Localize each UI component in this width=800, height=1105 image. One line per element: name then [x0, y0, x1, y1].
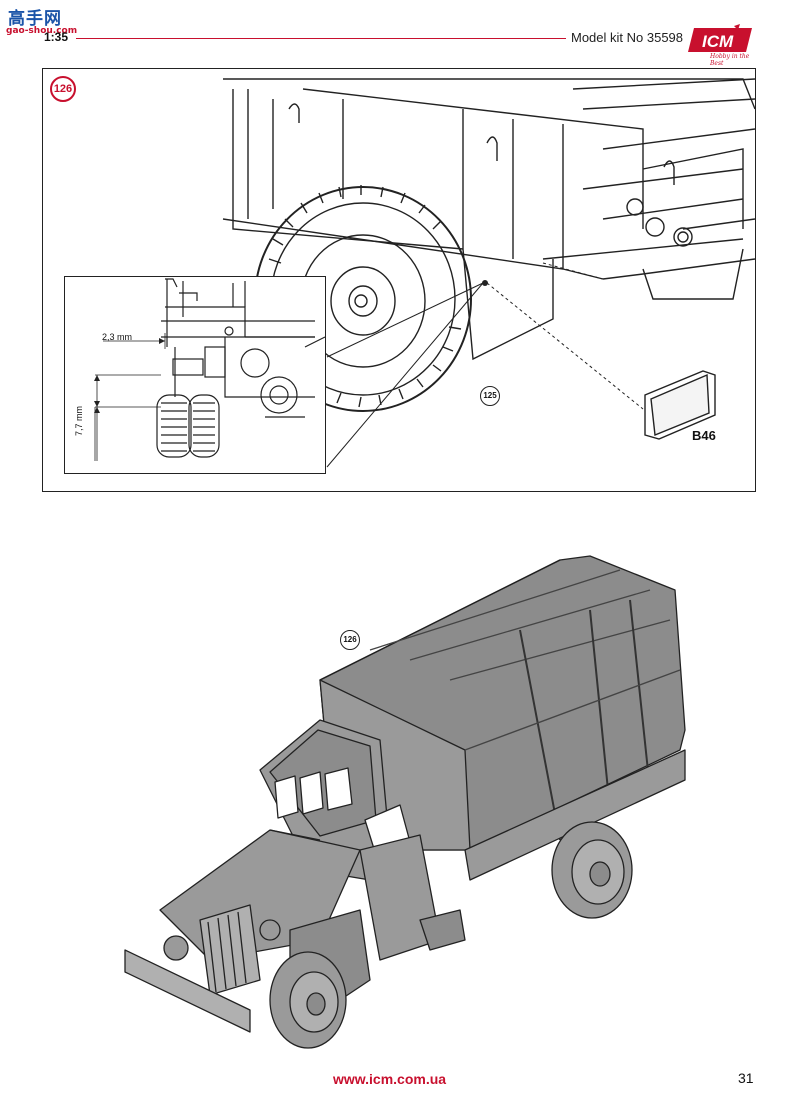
reference-step-badge: 125 — [480, 386, 500, 406]
logo-tagline: Hobby in the Best — [710, 53, 750, 67]
inset-illustration — [94, 278, 326, 461]
logo-text: ICM — [702, 32, 734, 51]
watermark-logo: 高手网 gao-shou.com — [4, 4, 82, 44]
header-rule — [76, 38, 566, 39]
page-number: 31 — [738, 1070, 754, 1086]
watermark-site-name: 高手网 — [8, 9, 62, 29]
scale-label: 1:35 — [44, 30, 69, 44]
watermark-url: gao-shou.com — [6, 26, 78, 36]
kit-number: Model kit No 35598 — [571, 30, 684, 45]
step-number-badge: 126 — [50, 76, 76, 102]
part-label: B46 — [692, 428, 716, 443]
result-step-badge: 126 — [340, 630, 360, 650]
footer-url[interactable]: www.icm.com.ua — [333, 1071, 447, 1087]
logo-badge-shape — [688, 24, 752, 52]
result-step-number: 126 — [343, 635, 357, 644]
step-frame — [42, 68, 756, 492]
icm-logo: ICM Hobby in the Best — [688, 24, 758, 67]
completed-truck-illustration — [124, 555, 686, 1049]
reference-step-number: 125 — [483, 391, 497, 400]
detail-inset — [64, 276, 326, 474]
step-126-illustration — [222, 78, 756, 468]
inset-dimension-vertical: 7,7 mm — [74, 405, 84, 436]
step-number: 126 — [53, 83, 73, 95]
inset-dimension-horizontal: 2,3 mm — [102, 332, 133, 342]
